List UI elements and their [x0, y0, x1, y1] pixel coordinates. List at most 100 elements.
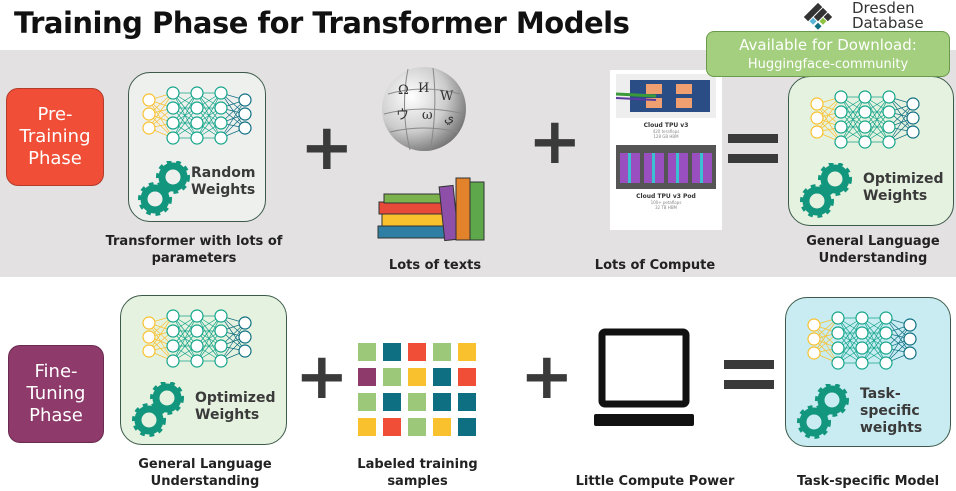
svg-text:И: И: [418, 81, 429, 96]
equals-icon-top: [728, 134, 778, 143]
neuron: [810, 97, 824, 111]
neuron: [834, 120, 848, 134]
neuron: [855, 326, 869, 340]
weights-label: Random Weights: [191, 165, 256, 198]
neuron: [879, 341, 893, 355]
training-sample: [358, 418, 376, 436]
cloud-tpu-image: Cloud TPU v3 420 teraflops 128 GB HBM Cl…: [610, 70, 722, 230]
training-sample: [383, 418, 401, 436]
neuron: [190, 309, 204, 323]
neuron: [166, 116, 180, 130]
neuron: [190, 101, 204, 115]
tpu-card1-spec2: 128 GB HBM: [653, 134, 679, 139]
transformer-caption: Transformer with lots of parameters: [105, 234, 283, 266]
training-sample: [358, 393, 376, 411]
labeled-samples-grid: [358, 343, 478, 439]
pretrained-model-box: Optimized Weights: [120, 295, 287, 445]
svg-text:ウ: ウ: [396, 108, 409, 123]
neuron: [214, 339, 228, 353]
weights-label: Task-specific weights: [860, 386, 923, 436]
neuron: [190, 324, 204, 338]
neuron: [238, 121, 252, 135]
neuron: [214, 101, 228, 115]
neuron: [858, 135, 872, 149]
training-sample: [458, 368, 476, 386]
neuron: [903, 318, 917, 332]
dresden-database-logo: Dresden Database: [800, 1, 950, 32]
laptop-icon: [594, 328, 694, 426]
neuron: [807, 332, 821, 346]
training-sample: [458, 418, 476, 436]
equals-icon-bottom: [728, 154, 778, 163]
neuron: [214, 86, 228, 100]
neuron: [142, 344, 156, 358]
training-sample: [433, 418, 451, 436]
banner-line1: Available for Download:: [739, 36, 917, 54]
neuron: [906, 97, 920, 111]
neuron: [166, 101, 180, 115]
neuron: [831, 356, 845, 370]
equals-icon-top: [724, 360, 774, 369]
download-banner[interactable]: Available for Download: Huggingface-comm…: [706, 31, 950, 77]
tpu-card1-spec1: 420 teraflops: [652, 129, 680, 134]
task-specific-model-box: Task-specific weights: [785, 297, 951, 447]
training-sample: [433, 368, 451, 386]
neuron: [906, 125, 920, 139]
gears-icon: [797, 384, 849, 439]
neuron: [831, 341, 845, 355]
neuron: [807, 318, 821, 332]
compute-caption: Lots of Compute: [594, 258, 716, 273]
neuron: [214, 354, 228, 368]
banner-line2: Huggingface-community: [747, 57, 909, 72]
neuron: [855, 356, 869, 370]
general-language-caption: General Language Understanding: [806, 234, 940, 266]
gears-icon: [800, 163, 852, 218]
neural-network-icon: [142, 86, 252, 145]
training-sample: [383, 368, 401, 386]
neuron: [879, 311, 893, 325]
neuron: [882, 135, 896, 149]
neuron: [238, 344, 252, 358]
neuron: [810, 125, 824, 139]
finetuning-phase-badge: Fine-Tuning Phase: [8, 345, 104, 443]
tpu-board-image: [615, 74, 716, 118]
training-sample: [458, 393, 476, 411]
training-sample: [408, 368, 426, 386]
neuron: [810, 111, 824, 125]
tpu-card1-title: Cloud TPU v3: [643, 122, 689, 129]
svg-text:ω: ω: [422, 108, 433, 123]
neuron: [142, 316, 156, 330]
tpu-card2-title: Cloud TPU v3 Pod: [636, 193, 696, 200]
neuron: [238, 316, 252, 330]
neuron: [166, 309, 180, 323]
neuron: [142, 107, 156, 121]
plus-icon: +: [300, 111, 354, 185]
neuron: [166, 131, 180, 145]
neuron: [882, 105, 896, 119]
neuron: [834, 90, 848, 104]
neuron: [831, 326, 845, 340]
task-specific-caption: Task-specific Model: [796, 474, 940, 489]
neuron: [906, 111, 920, 125]
compute-power-caption: Little Compute Power: [575, 474, 735, 489]
general-language-caption: General Language Understanding: [138, 457, 272, 489]
svg-text:Ω: Ω: [398, 83, 409, 98]
neuron: [882, 120, 896, 134]
neuron: [214, 131, 228, 145]
weights-label: Optimized Weights: [195, 390, 276, 423]
neuron: [855, 341, 869, 355]
transformer-random-weights-box: Random Weights: [128, 72, 266, 222]
neuron: [879, 326, 893, 340]
neuron: [142, 93, 156, 107]
neuron: [879, 356, 893, 370]
neuron: [214, 324, 228, 338]
neuron: [190, 116, 204, 130]
tpu-card2-spec1: 100+ petaflops: [650, 200, 682, 205]
training-sample: [458, 343, 476, 361]
gears-icon: [138, 161, 190, 216]
neuron: [166, 86, 180, 100]
training-sample: [433, 393, 451, 411]
neural-network-icon: [142, 309, 252, 368]
neuron: [834, 105, 848, 119]
neuron: [882, 90, 896, 104]
